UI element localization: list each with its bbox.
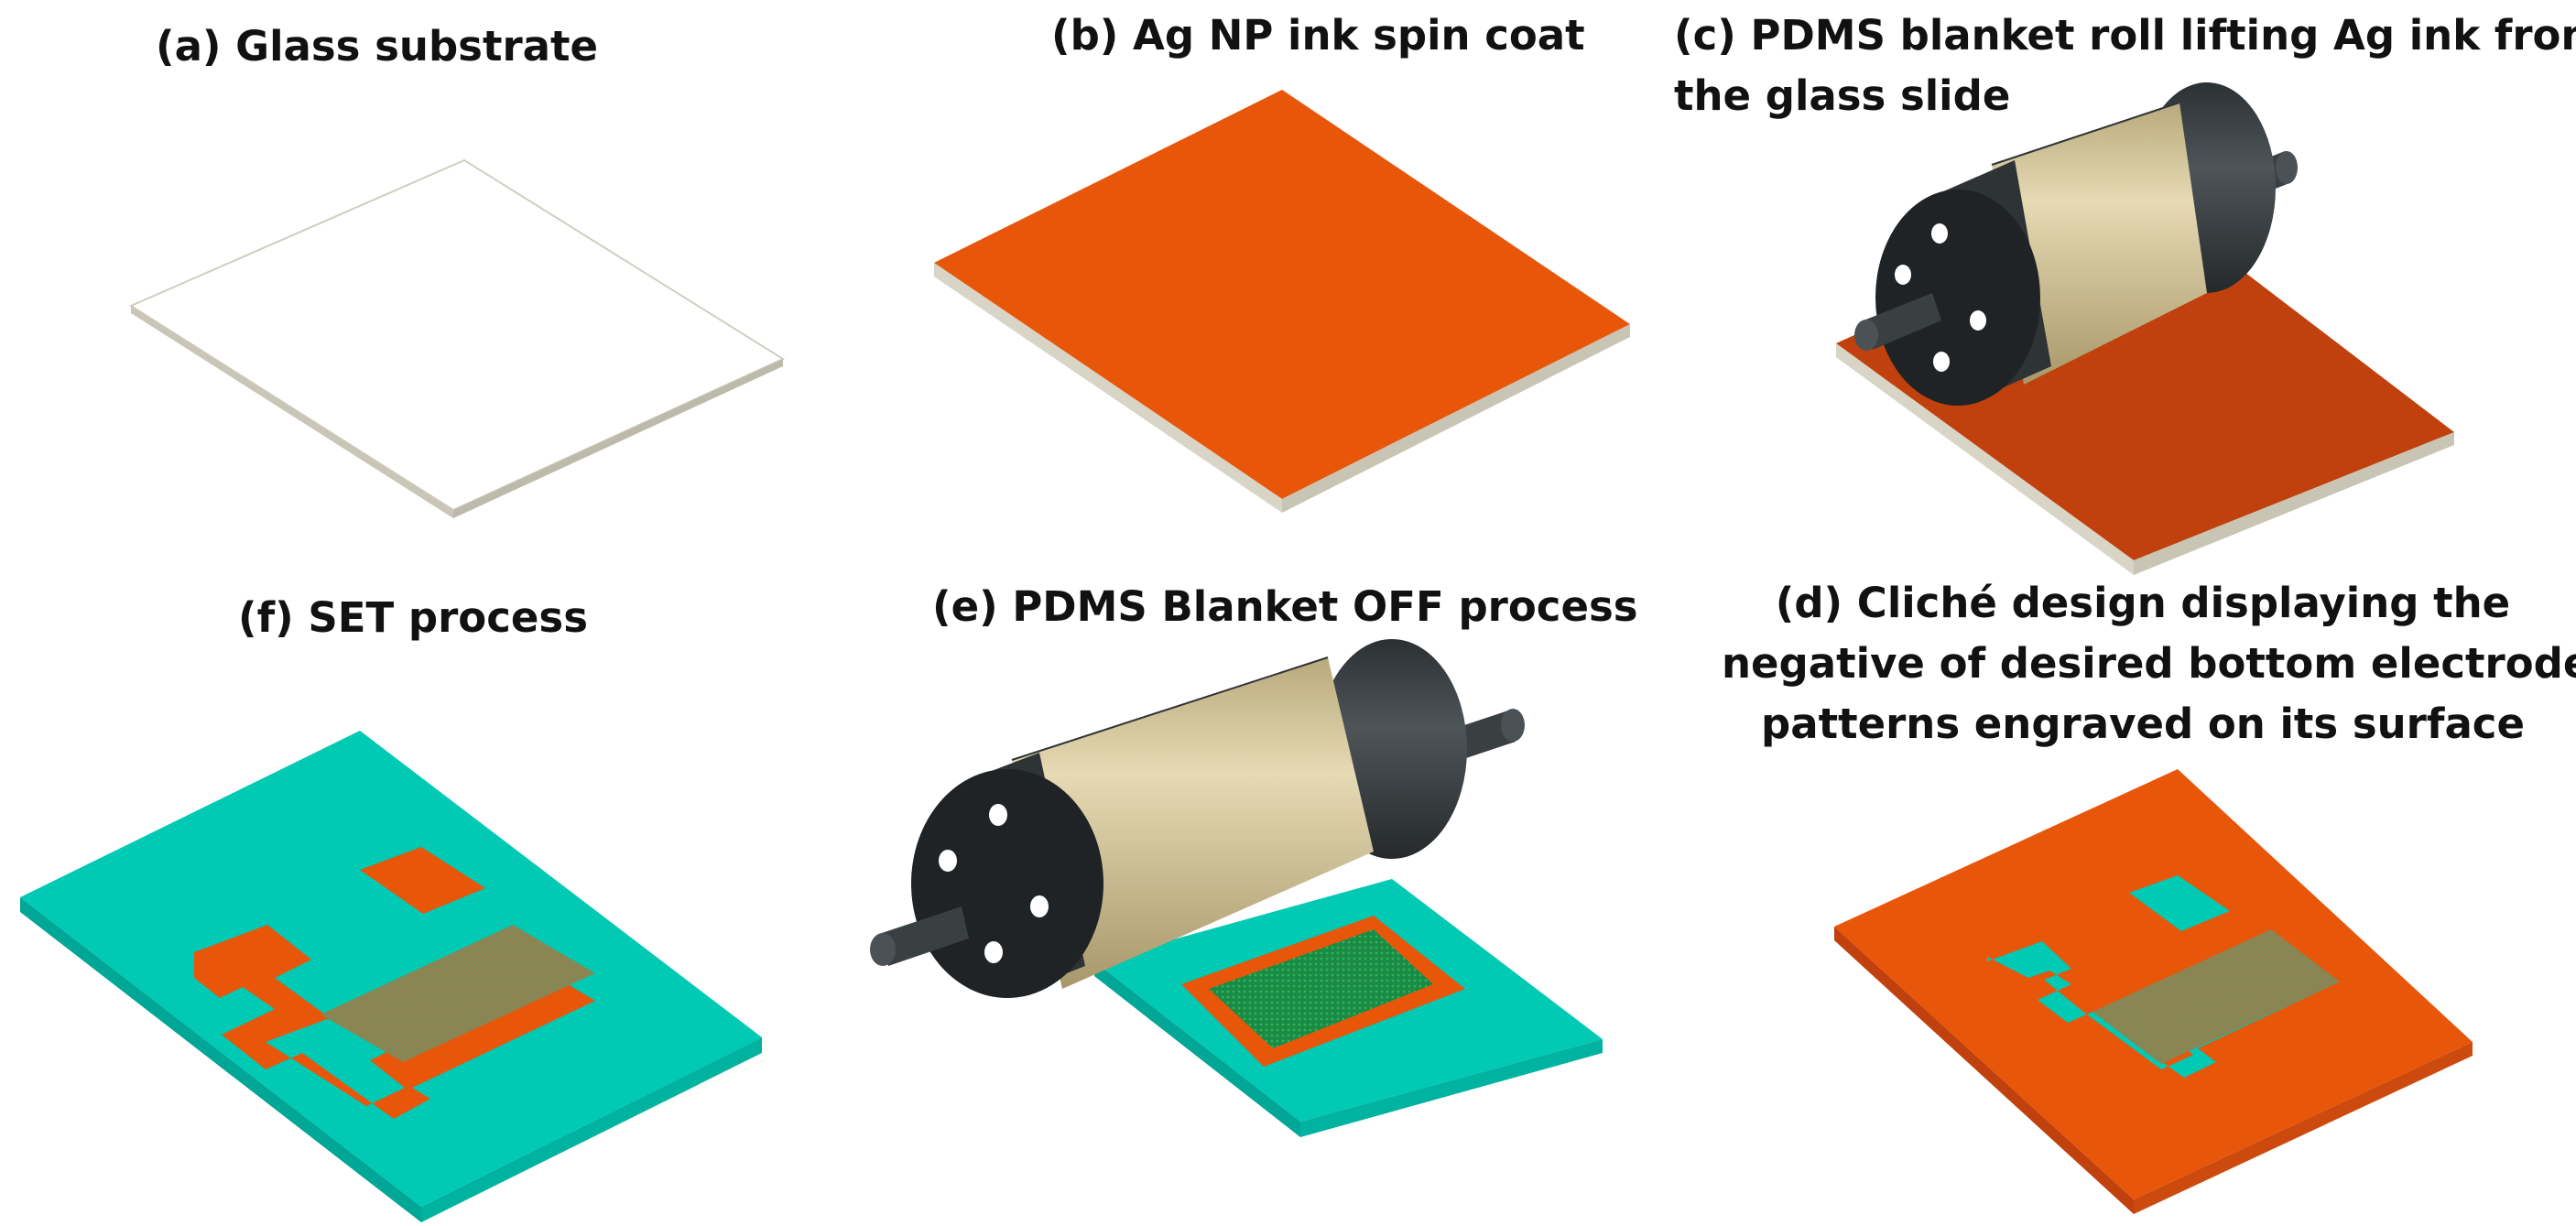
blanket-off-process	[870, 639, 1603, 1137]
caption-e: (e) PDMS Blanket OFF process	[932, 582, 1638, 631]
caption-d-line-2: negative of desired bottom electrode	[1722, 639, 2576, 688]
caption-d: (d) Cliché design displaying the negativ…	[1722, 573, 2576, 754]
cliche-plate	[1834, 769, 2473, 1214]
roller-lifting-ink	[1836, 82, 2454, 575]
ag-ink-coated-plate	[934, 90, 1630, 513]
caption-b: (b) Ag NP ink spin coat	[1051, 11, 1585, 60]
caption-c: (c) PDMS blanket roll lifting Ag ink fro…	[1674, 5, 2576, 126]
set-process-substrate	[20, 731, 762, 1222]
caption-d-line-1: (d) Cliché design displaying the	[1775, 579, 2511, 627]
caption-a: (a) Glass substrate	[156, 22, 599, 71]
glass-substrate-plate	[128, 158, 786, 518]
caption-f: (f) SET process	[238, 593, 588, 642]
caption-c-line-1: (c) PDMS blanket roll lifting Ag ink fro…	[1674, 11, 2576, 60]
caption-c-line-2: the glass slide	[1674, 71, 2011, 120]
caption-d-line-3: patterns engraved on its surface	[1760, 700, 2526, 748]
